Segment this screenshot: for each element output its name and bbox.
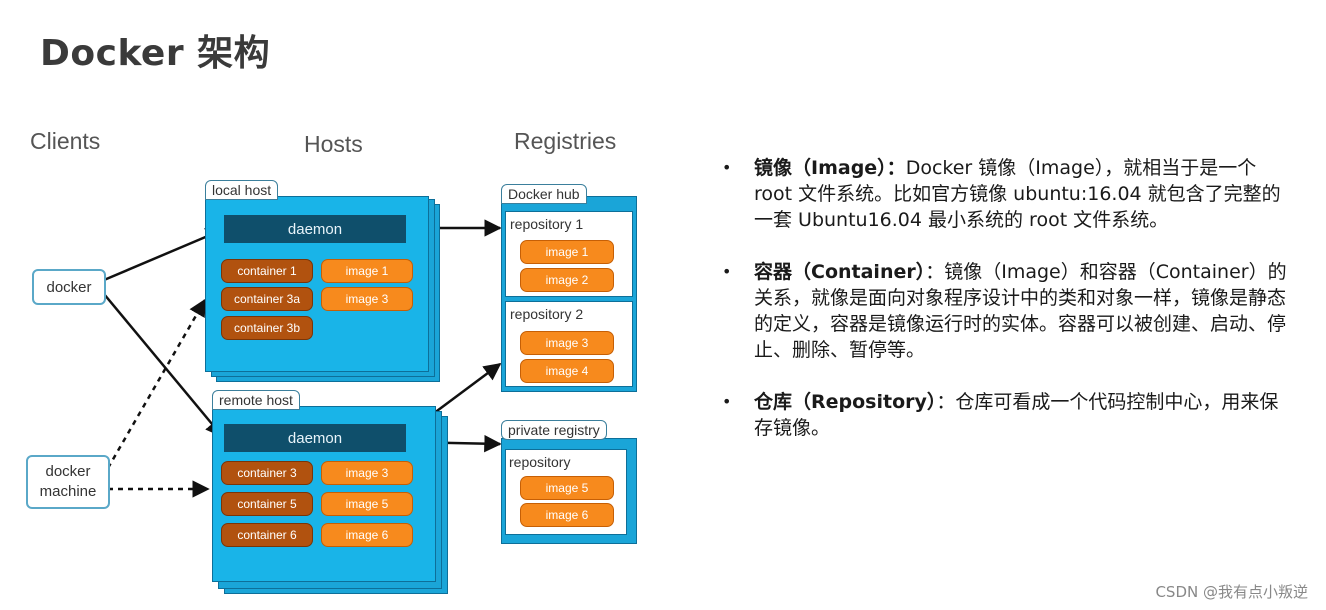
hub-repo1-image-2: image 2 (520, 268, 614, 292)
remote-container-6: container 6 (221, 523, 313, 547)
bullet-dot: • (722, 262, 732, 281)
arrow-docker-to-local-daemon (103, 228, 224, 282)
arrow-machine-to-local-host (106, 298, 207, 469)
remote-image-6: image 6 (321, 523, 413, 547)
private-image-5: image 5 (520, 476, 614, 500)
local-container-3a: container 3a (221, 287, 313, 311)
bullet-container-text: ：镜像（Image）和容器（Container）的关系，就像是面向对象程序设计中… (754, 261, 1287, 361)
remote-image-5: image 5 (321, 492, 413, 516)
docker-machine-label-line1: docker (45, 463, 91, 480)
page-title: Docker 架构 (40, 33, 271, 74)
local-container-1: container 1 (221, 259, 313, 283)
hosts-header: Hosts (304, 131, 363, 157)
docker-machine-client: docker machine (26, 455, 110, 509)
remote-image-3: image 3 (321, 461, 413, 485)
docker-client-label: docker (46, 278, 92, 296)
watermark: CSDN @我有点小叛逆 (1155, 583, 1308, 601)
bullet-dot: • (722, 392, 732, 411)
docker-machine-label-line2: machine (39, 483, 97, 500)
remote-host-label: remote host (212, 390, 300, 410)
repository-2-label: repository 2 (510, 306, 584, 322)
bullet-image: • 镜像（Image）：Docker 镜像（Image），就相当于是一个 roo… (722, 155, 1292, 233)
remote-host-daemon: daemon (224, 424, 406, 452)
bullet-container: • 容器（Container）：镜像（Image）和容器（Container）的… (722, 259, 1292, 363)
bullet-repository-term: 仓库（Repository） (754, 391, 937, 413)
registries-header: Registries (514, 128, 617, 154)
remote-container-5: container 5 (221, 492, 313, 516)
hub-repo2-image-3: image 3 (520, 331, 614, 355)
bullet-dot: • (722, 158, 732, 177)
docker-hub-label: Docker hub (501, 184, 587, 204)
docker-client: docker (32, 269, 106, 305)
private-repository-label: repository (509, 454, 571, 470)
bullet-image-term: 镜像（Image）： (754, 157, 906, 179)
local-container-3b: container 3b (221, 316, 313, 340)
bullet-container-term: 容器（Container） (754, 261, 926, 283)
private-registry-label: private registry (501, 420, 607, 440)
hub-repo2-image-4: image 4 (520, 359, 614, 383)
bullet-image-text: Docker 镜像（Image），就相当于是一个 root 文件系统。比如官方镜… (754, 157, 1281, 231)
clients-header: Clients (30, 128, 101, 154)
bullet-list: • 镜像（Image）：Docker 镜像（Image），就相当于是一个 roo… (722, 155, 1292, 467)
local-image-1: image 1 (321, 259, 413, 283)
hub-repo1-image-1: image 1 (520, 240, 614, 264)
local-host-label: local host (205, 180, 279, 200)
repository-1-label: repository 1 (510, 216, 584, 232)
local-host-daemon: daemon (224, 215, 406, 243)
private-image-6: image 6 (520, 503, 614, 527)
bullet-repository-text: ：仓库可看成一个代码控制中心，用来保存镜像。 (754, 391, 1279, 439)
local-image-3: image 3 (321, 287, 413, 311)
remote-container-3: container 3 (221, 461, 313, 485)
arrow-docker-to-remote-daemon (103, 293, 224, 438)
bullet-repository: • 仓库（Repository）：仓库可看成一个代码控制中心，用来保存镜像。 (722, 389, 1292, 441)
